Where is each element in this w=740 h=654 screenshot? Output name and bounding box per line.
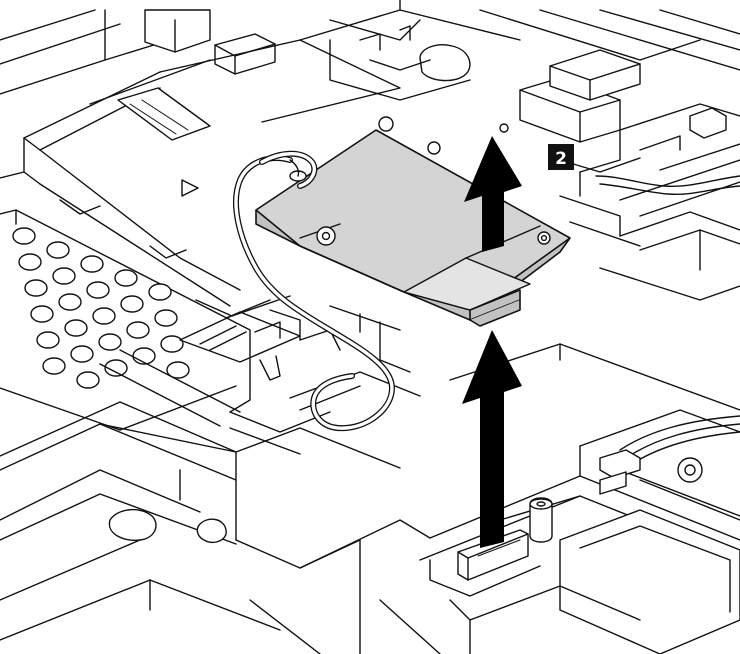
vent-hole: [104, 359, 128, 377]
chassis-frame: [0, 9, 276, 95]
vent-hole: [70, 345, 94, 363]
vent-hole: [92, 307, 116, 325]
vent-hole: [80, 255, 104, 273]
vent-hole: [154, 309, 178, 327]
vent-hole: [76, 371, 100, 389]
vent-hole: [58, 293, 82, 311]
antenna-cable-front: [259, 150, 318, 189]
perforated-drive-bay: [0, 209, 251, 431]
vent-hole: [46, 241, 70, 259]
upper-right-components: [299, 0, 740, 301]
vent-hole: [12, 227, 36, 245]
metal-shield-plate: [0, 39, 401, 307]
vent-hole: [98, 333, 122, 351]
up-arrow-icon: [462, 330, 522, 548]
vent-hole: [114, 269, 138, 287]
antenna-cable: [233, 155, 395, 432]
vent-hole: [18, 253, 42, 271]
card-bay-frame: [99, 295, 421, 433]
vent-hole: [86, 281, 110, 299]
lower-left-bracket: [0, 401, 441, 654]
vent-hole: [120, 295, 144, 313]
wireless-lan-card: [255, 129, 571, 327]
step-number-label: 2: [555, 149, 567, 169]
vent-hole: [52, 267, 76, 285]
vent-hole: [24, 279, 48, 297]
lower-right-board: [419, 343, 740, 654]
ventilation-holes: [12, 227, 190, 389]
vent-hole: [148, 283, 172, 301]
vent-hole: [126, 321, 150, 339]
vent-hole: [160, 335, 184, 353]
vent-hole: [132, 347, 156, 365]
triangle-marker-icon: [181, 179, 199, 197]
step-number-callout: 2: [548, 144, 574, 170]
vent-hole: [166, 361, 190, 379]
vent-hole: [36, 331, 60, 349]
vent-hole: [42, 357, 66, 375]
vent-hole: [64, 319, 88, 337]
vent-hole: [30, 305, 54, 323]
card-connector-slot: [429, 497, 553, 597]
up-arrow-icon: [464, 136, 522, 252]
